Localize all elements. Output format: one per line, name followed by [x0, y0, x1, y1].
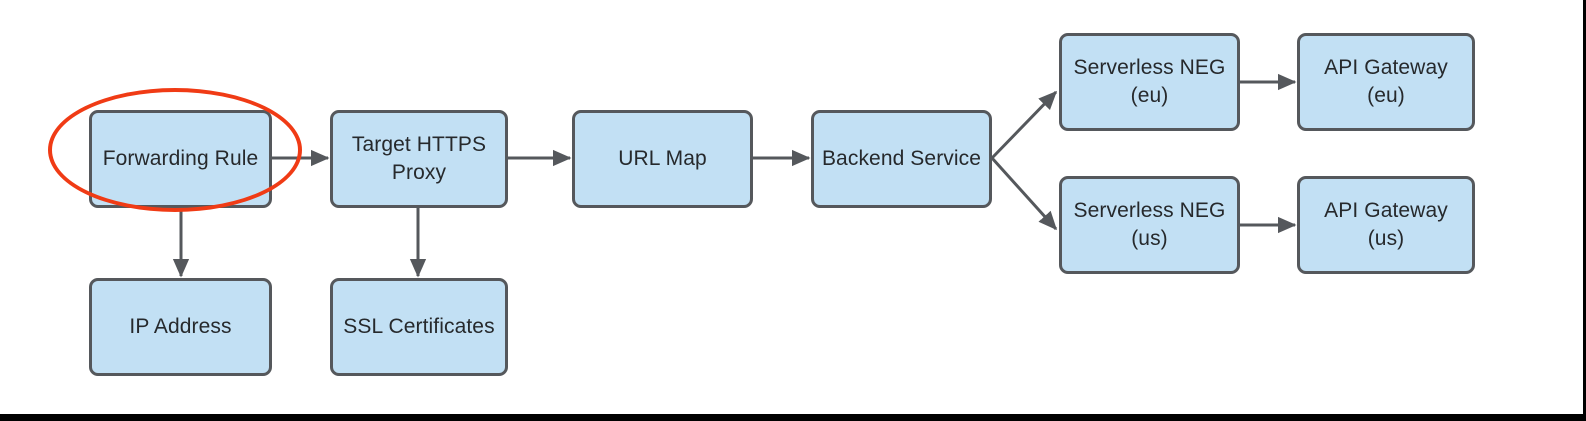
node-url-map[interactable]: URL Map	[572, 110, 753, 208]
node-api-gateway-us[interactable]: API Gateway (us)	[1297, 176, 1475, 274]
frame-border-right	[1583, 0, 1586, 421]
node-target-https-proxy[interactable]: Target HTTPS Proxy	[330, 110, 508, 208]
connector-backend-service-to-serverless-neg-eu	[990, 90, 1058, 160]
node-ssl-certificates[interactable]: SSL Certificates	[330, 278, 508, 376]
node-api-gateway-eu[interactable]: API Gateway (eu)	[1297, 33, 1475, 131]
node-serverless-neg-eu[interactable]: Serverless NEG (eu)	[1059, 33, 1240, 131]
frame-border-bottom	[0, 414, 1586, 421]
node-serverless-neg-us[interactable]: Serverless NEG (us)	[1059, 176, 1240, 274]
node-backend-service[interactable]: Backend Service	[811, 110, 992, 208]
connector-backend-service-to-serverless-neg-us	[990, 156, 1058, 231]
node-ip-address[interactable]: IP Address	[89, 278, 272, 376]
node-forwarding-rule[interactable]: Forwarding Rule	[89, 110, 272, 208]
